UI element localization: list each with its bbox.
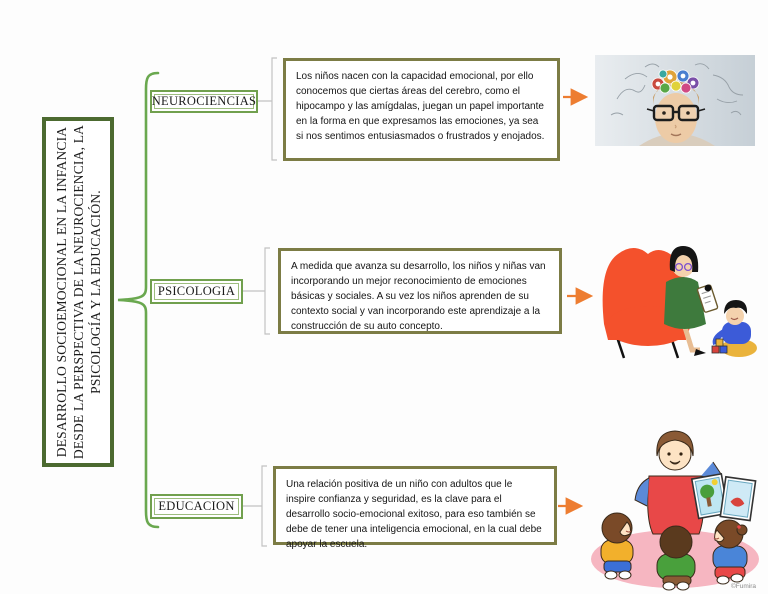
watermark: ©Fumira xyxy=(731,582,756,590)
boy-yellow-shirt xyxy=(600,512,634,580)
label-neurociencias: NEUROCIENCIAS xyxy=(150,90,258,113)
main-title-line3: PSICOLOGÍA Y LA EDUCACIÓN. xyxy=(87,190,103,394)
pencil-tip xyxy=(704,284,712,292)
child-with-glasses-colorful-brain-photo xyxy=(595,55,755,146)
child-hair xyxy=(724,300,748,314)
girl-sock xyxy=(716,575,730,585)
label-educacion: EDUCACION xyxy=(150,494,243,519)
clipboard xyxy=(696,284,719,313)
boy-sock xyxy=(604,570,618,580)
textbox-neurociencias: Los niños nacen con la capacidad emocion… xyxy=(283,58,560,161)
girl-blue-body xyxy=(712,545,748,571)
psychologist-glasses xyxy=(674,262,684,272)
book-red-animal xyxy=(730,497,745,507)
psychologist-observing-child-illustration xyxy=(602,246,757,359)
toy-blocks xyxy=(711,338,728,354)
psychologist xyxy=(664,246,719,356)
gray-bracket-educacion xyxy=(243,465,267,547)
main-title: DESARROLLO SOCIOEMOCIONAL EN LA INFANCIA… xyxy=(47,120,109,465)
boy-blue-shorts xyxy=(603,560,632,573)
psychologist-shoe xyxy=(694,349,706,356)
book-tree xyxy=(700,484,715,499)
psychologist-face xyxy=(672,255,694,277)
book-sun xyxy=(711,479,718,486)
girl-blue-shirt xyxy=(712,519,748,585)
teacher-left-sleeve xyxy=(634,477,650,507)
textbox-psicologia: A medida que avanza su desarrollo, los n… xyxy=(278,248,562,334)
gray-bracket-psicologia xyxy=(243,247,270,335)
face-features xyxy=(662,111,690,137)
textbox-educacion: Una relación positiva de un niño con adu… xyxy=(273,466,557,550)
child-sweater xyxy=(722,322,751,344)
main-title-line2: DESDE LA PERSPECTIVA DE LA NEUROCIENCIA,… xyxy=(70,124,86,460)
boy-green-shirt xyxy=(656,525,696,591)
main-title-line1: DESARROLLO SOCIOEMOCIONAL EN LA INFANCIA xyxy=(53,126,69,458)
label-psicologia: PSICOLOGIA xyxy=(150,279,243,304)
main-title-box: DESARROLLO SOCIOEMOCIONAL EN LA INFANCIA… xyxy=(42,117,114,467)
teacher xyxy=(634,430,722,535)
child-face xyxy=(726,307,744,325)
picture-book xyxy=(690,472,757,522)
psychologist-hair xyxy=(669,246,699,272)
teacher-reading-book-to-children-illustration: ©Fumira xyxy=(591,430,759,591)
doodle-squiggles xyxy=(610,63,744,116)
playing-child xyxy=(711,300,757,357)
colorful-brain-gears xyxy=(651,69,700,94)
girl-hair-tie xyxy=(737,525,741,529)
boy-yellow-body xyxy=(600,539,634,565)
child-smile xyxy=(730,317,739,321)
psychologist-dress xyxy=(664,277,706,329)
boy-shoe xyxy=(662,581,676,591)
gray-bracket-neurociencias xyxy=(258,57,277,161)
boy-dark-hair xyxy=(659,525,693,559)
teacher-smile xyxy=(669,460,681,465)
teacher-hair xyxy=(656,430,694,457)
